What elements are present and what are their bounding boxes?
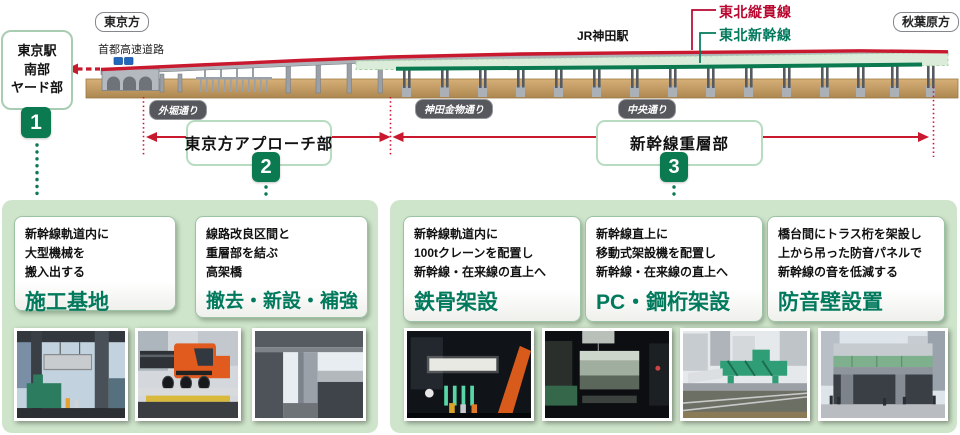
- expressway-girders: [113, 57, 134, 65]
- card-construction-base: 新幹線軌道内に 大型機械を 搬入出する 施工基地: [14, 216, 176, 314]
- photo-noise-barrier-street: [818, 328, 948, 421]
- card3-title: 鉄骨架設: [414, 290, 498, 314]
- card3-line3: 新幹線・在来線の直上へ: [414, 265, 547, 280]
- street-kanda-kanamono: 神田金物通り: [415, 99, 493, 119]
- card3-line2: 100tクレーンを配置し: [414, 246, 534, 261]
- panel-jusou: 新幹線軌道内に 100tクレーンを配置し 新幹線・在来線の直上へ 鉄骨架設 新幹…: [390, 200, 957, 433]
- photo-night-girder-erection: [542, 328, 672, 421]
- photo-night-steel-erection: [404, 328, 534, 421]
- shinkansen-line: [395, 62, 923, 71]
- tohoku-shinkansen-label: 東北新幹線: [719, 27, 792, 43]
- photo-girder-launcher: [680, 328, 810, 421]
- card5-title: 防音壁設置: [778, 290, 883, 314]
- card4-line1: 新幹線直上に: [596, 227, 669, 241]
- badge-2: 2: [252, 152, 280, 182]
- card4-title: PC・鋼桁架設: [596, 290, 731, 314]
- badge-3: 3: [660, 152, 688, 182]
- card-removal-renewal: 線路改良区間と 重層部を結ぶ 高架橋 撤去・新設・補強: [195, 216, 368, 318]
- badge-1: 1: [21, 107, 51, 138]
- section-arrow-heads: [146, 132, 929, 142]
- photo-under-viaduct: [252, 328, 366, 421]
- yard-line3: ヤード部: [10, 80, 63, 96]
- jukan-leader-line: [691, 9, 716, 50]
- approach-columns: [159, 57, 387, 94]
- card-pc-girder: 新幹線直上に 移動式架設機を配置し 新幹線・在来線の直上へ PC・鋼桁架設: [585, 216, 763, 322]
- shinkansen-leader-line: [699, 32, 716, 63]
- badge-connectors: [35, 143, 676, 200]
- card1-line3: 搬入出する: [25, 265, 86, 280]
- card3-line1: 新幹線軌道内に: [414, 227, 499, 241]
- tokyo-yard-box: 東京駅 南部 ヤード部: [1, 30, 73, 110]
- kanda-station-label: JR神田駅: [577, 29, 629, 43]
- main-piers: [402, 52, 935, 97]
- card5-line3: 新幹線の音を低減する: [778, 265, 899, 280]
- card4-line2: 移動式架設機を配置し: [596, 246, 717, 261]
- panel-approach: 新幹線軌道内に 大型機械を 搬入出する 施工基地 線路改良区間と 重層部を結ぶ …: [2, 200, 378, 433]
- card2-title: 撤去・新設・補強: [206, 290, 359, 312]
- viaduct-cross-section: [35, 9, 959, 200]
- card1-title: 施工基地: [25, 290, 109, 314]
- photo-gantry-crane-work: [14, 328, 128, 421]
- jukan-line: [100, 49, 949, 72]
- expressway-label: 首都高速道路: [98, 44, 164, 56]
- section-boundaries: [142, 87, 935, 157]
- street-sotobori: 外堀通り: [149, 100, 207, 120]
- yard-line2: 南部: [23, 61, 50, 77]
- card2-line1: 線路改良区間と: [206, 227, 291, 241]
- card2-line3: 高架橋: [206, 265, 243, 280]
- tohoku-jukan-label: 東北縦貫線: [719, 4, 792, 20]
- tokyo-side-tag: 東京方: [95, 12, 150, 33]
- card4-line3: 新幹線・在来線の直上へ: [596, 265, 729, 280]
- card2-line2: 重層部を結ぶ: [206, 246, 279, 261]
- card5-line2: 上から吊った防音パネルで: [778, 246, 923, 261]
- street-chuo-dori: 中央通り: [618, 99, 676, 119]
- card1-line2: 大型機械を: [25, 246, 86, 261]
- akihabara-side-tag: 秋葉原方: [893, 12, 960, 33]
- card-noise-barrier: 橋台間にトラス桁を架設し 上から吊った防音パネルで 新幹線の音を低減する 防音壁…: [767, 216, 945, 322]
- card-steel-erection: 新幹線軌道内に 100tクレーンを配置し 新幹線・在来線の直上へ 鉄骨架設: [403, 216, 581, 322]
- brick-arches: [101, 68, 160, 91]
- card1-line1: 新幹線軌道内に: [25, 227, 110, 241]
- photo-orange-mobile-crane: [135, 328, 241, 421]
- card5-line1: 橋台間にトラス桁を架設し: [778, 227, 922, 241]
- yard-line1: 東京駅: [17, 42, 57, 58]
